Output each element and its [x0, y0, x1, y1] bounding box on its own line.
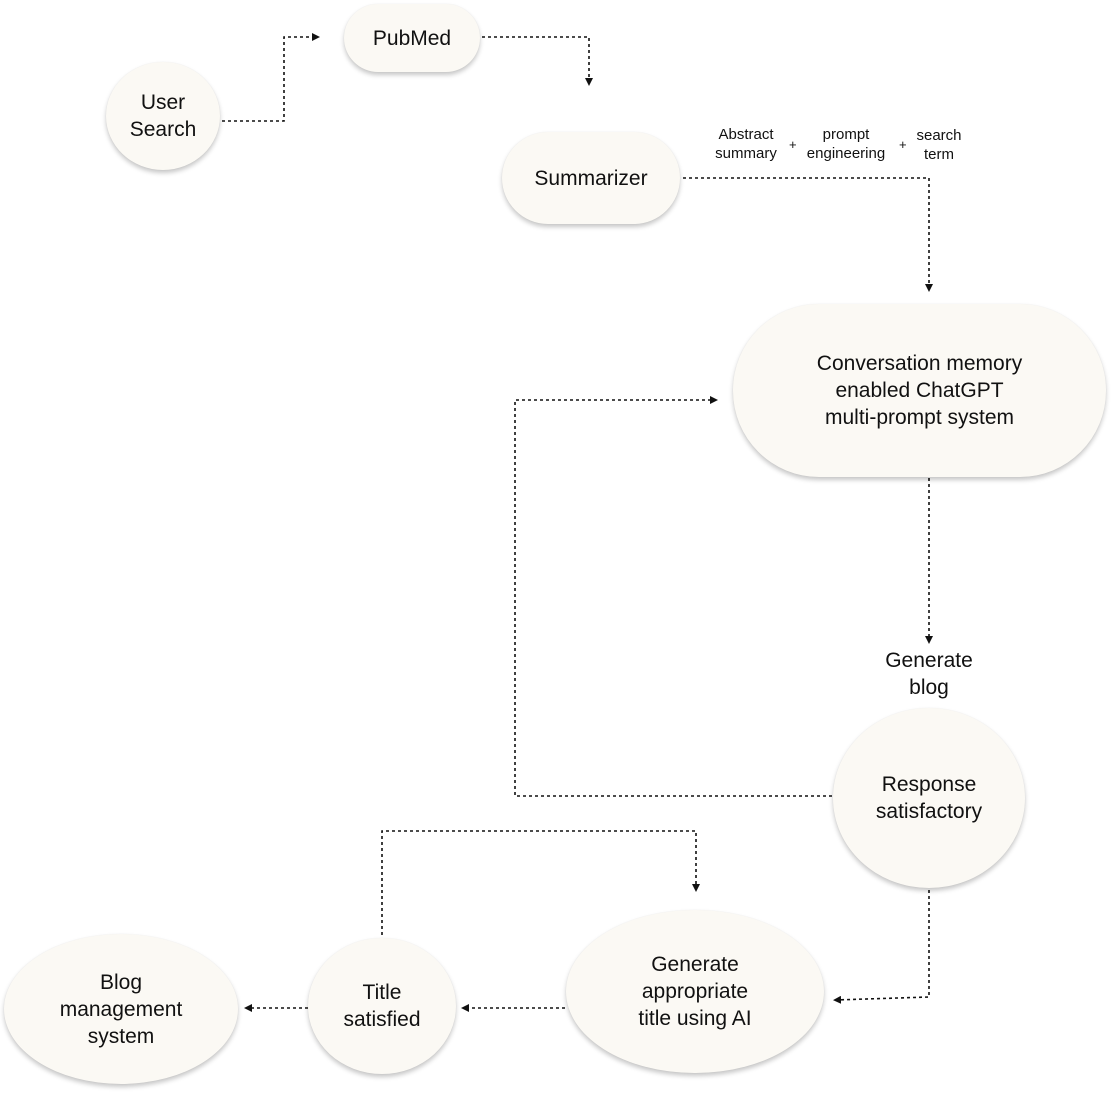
- generate-blog-label: Generate blog: [885, 649, 973, 699]
- chatgpt-system-node: Conversation memory enabled ChatGPT mult…: [733, 304, 1106, 477]
- summarizer-node: Summarizer: [502, 132, 680, 224]
- plus-sign-1: +: [789, 137, 797, 152]
- blog-management-node: Blog management system: [4, 934, 238, 1084]
- response-satisfactory-node: Response satisfactory: [833, 708, 1025, 888]
- connector-title-satisfied-loop-to-generate-title: [381, 830, 700, 935]
- user-search-node: User Search: [106, 62, 220, 170]
- connector-response-to-generate-title: [833, 890, 930, 1004]
- generate-title-node: Generate appropriate title using AI: [566, 910, 824, 1073]
- connector-pubmed-to-summarizer: [482, 36, 593, 86]
- connector-user-search-to-pubmed: [222, 33, 320, 122]
- prompt-engineering-label: prompt engineering: [806, 126, 886, 162]
- connector-summarizer-to-chatgpt: [683, 177, 933, 292]
- pubmed-node: PubMed: [344, 4, 480, 72]
- title-satisfied-node: Title satisfied: [308, 938, 456, 1074]
- abstract-summary-label: Abstract summary: [715, 126, 777, 162]
- connector-response-loop-back-to-chatgpt: [514, 396, 832, 797]
- plus-sign-2: +: [899, 137, 907, 152]
- search-term-label: search term: [916, 127, 962, 163]
